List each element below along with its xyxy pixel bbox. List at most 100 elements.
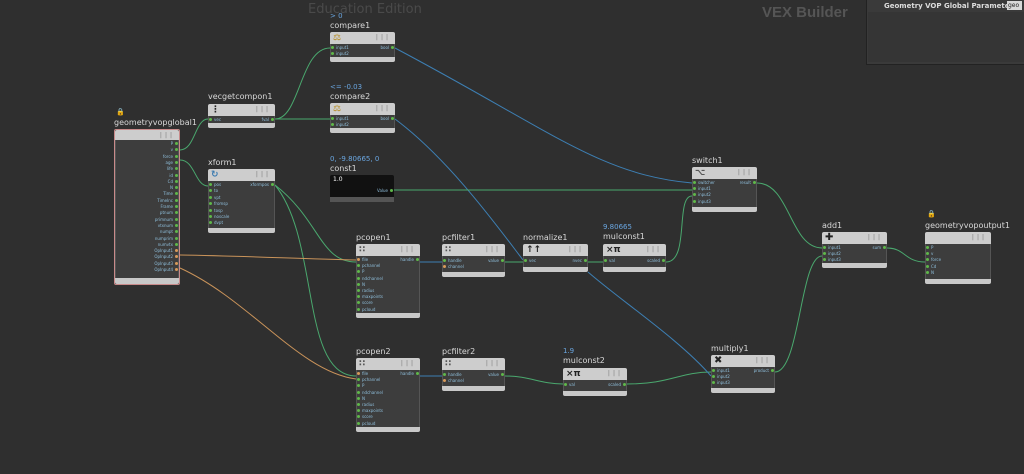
port-dot[interactable] <box>693 181 696 184</box>
port-dot[interactable] <box>357 403 360 406</box>
output-port[interactable]: OpInput4 <box>154 267 173 272</box>
input-port[interactable]: N <box>931 269 934 275</box>
input-port[interactable]: input2 <box>717 374 730 379</box>
port-dot[interactable] <box>926 264 929 268</box>
input-port[interactable]: pchannel <box>362 377 381 383</box>
port-dot[interactable] <box>175 192 178 196</box>
port-dot[interactable] <box>175 160 178 164</box>
output-port[interactable]: scaled <box>608 382 621 387</box>
port-dot[interactable] <box>501 259 504 262</box>
output-port[interactable]: vtxnum <box>157 222 173 228</box>
input-port[interactable]: pcloud <box>362 420 376 426</box>
input-port[interactable]: channel <box>448 264 464 269</box>
input-port[interactable]: tosp <box>214 207 223 213</box>
input-port[interactable]: file <box>362 257 369 262</box>
port-dot[interactable] <box>712 375 715 378</box>
output-port[interactable]: product <box>753 368 769 373</box>
port-dot[interactable] <box>584 259 587 262</box>
input-port[interactable]: radius <box>362 402 375 407</box>
input-port[interactable]: input2 <box>828 251 841 256</box>
port-dot[interactable] <box>357 415 360 419</box>
input-port[interactable]: ndchannel <box>362 389 383 395</box>
port-dot[interactable] <box>175 242 178 246</box>
port-dot[interactable] <box>175 217 178 221</box>
output-port[interactable]: primnum <box>154 216 173 222</box>
port-dot[interactable] <box>443 265 446 268</box>
input-port[interactable]: vec <box>214 117 222 122</box>
port-dot[interactable] <box>357 378 360 382</box>
output-port[interactable]: sum <box>872 245 881 250</box>
port-dot[interactable] <box>175 223 178 227</box>
port-dot[interactable] <box>175 230 178 234</box>
input-port[interactable]: force <box>931 257 942 263</box>
input-port[interactable]: P <box>931 245 934 250</box>
input-port[interactable]: input3 <box>828 257 841 262</box>
input-port[interactable]: input1 <box>698 186 711 192</box>
port-dot[interactable] <box>693 193 696 197</box>
port-dot[interactable] <box>357 384 360 388</box>
port-dot[interactable] <box>175 249 178 253</box>
input-port[interactable]: vpt <box>214 194 221 200</box>
port-dot[interactable] <box>331 117 334 120</box>
port-dot[interactable] <box>357 307 360 311</box>
output-port[interactable]: life <box>166 166 173 172</box>
input-port[interactable]: input3 <box>717 380 730 385</box>
port-dot[interactable] <box>209 221 212 225</box>
input-port[interactable]: noscale <box>214 214 230 219</box>
node-normalize1[interactable]: normalize1 ↑↑||| vec nvec <box>523 233 588 273</box>
port-dot[interactable] <box>416 372 419 375</box>
output-port[interactable]: bool <box>380 116 389 121</box>
input-port[interactable]: N <box>362 281 365 287</box>
port-dot[interactable] <box>175 148 178 152</box>
port-dot[interactable] <box>331 52 334 55</box>
input-port[interactable]: P <box>362 383 365 389</box>
port-dot[interactable] <box>926 246 929 249</box>
node-vecgetcompon1[interactable]: vecgetcompon1 ⋮||| vec fval <box>208 92 275 128</box>
output-port[interactable]: OpInput3 <box>154 260 173 266</box>
port-dot[interactable] <box>175 167 178 171</box>
input-port[interactable]: maxpoints <box>362 294 383 300</box>
port-dot[interactable] <box>175 173 178 177</box>
port-dot[interactable] <box>693 187 696 191</box>
input-port[interactable]: input2 <box>336 122 349 127</box>
port-dot[interactable] <box>357 270 360 274</box>
input-port[interactable]: P <box>362 269 365 275</box>
port-dot[interactable] <box>357 390 360 394</box>
input-port[interactable]: input1 <box>336 116 349 121</box>
node-compare2[interactable]: <= -0.03 compare2 ⚖||| input1 input2 boo… <box>330 83 395 133</box>
input-port[interactable]: dvpt <box>214 220 224 226</box>
port-dot[interactable] <box>175 255 178 259</box>
output-port[interactable]: numprim <box>154 235 173 241</box>
port-dot[interactable] <box>712 381 715 384</box>
port-dot[interactable] <box>357 258 360 261</box>
input-port[interactable]: v <box>931 251 934 257</box>
output-port[interactable]: value <box>488 372 499 377</box>
port-dot[interactable] <box>271 183 274 186</box>
port-dot[interactable] <box>443 373 446 376</box>
output-port[interactable]: age <box>165 159 173 165</box>
port-dot[interactable] <box>623 383 626 386</box>
port-dot[interactable] <box>209 208 212 212</box>
port-dot[interactable] <box>209 189 212 193</box>
port-dot[interactable] <box>175 261 178 265</box>
port-dot[interactable] <box>391 46 394 49</box>
input-port[interactable]: Cd <box>931 263 937 269</box>
port-dot[interactable] <box>753 181 756 184</box>
output-port[interactable]: ptnum <box>159 210 173 216</box>
port-dot[interactable] <box>209 202 212 206</box>
port-dot[interactable] <box>391 117 394 120</box>
output-port[interactable]: value <box>488 258 499 263</box>
input-port[interactable]: pcloud <box>362 306 376 312</box>
input-port[interactable]: input1 <box>717 368 730 373</box>
input-port[interactable]: val <box>569 382 575 387</box>
port-dot[interactable] <box>175 211 178 215</box>
port-dot[interactable] <box>175 142 178 145</box>
output-port[interactable]: scaled <box>647 258 660 263</box>
output-port[interactable]: OpInput2 <box>154 254 173 260</box>
port-dot[interactable] <box>357 372 360 375</box>
port-dot[interactable] <box>416 258 419 261</box>
output-port[interactable]: Cd <box>167 178 173 184</box>
